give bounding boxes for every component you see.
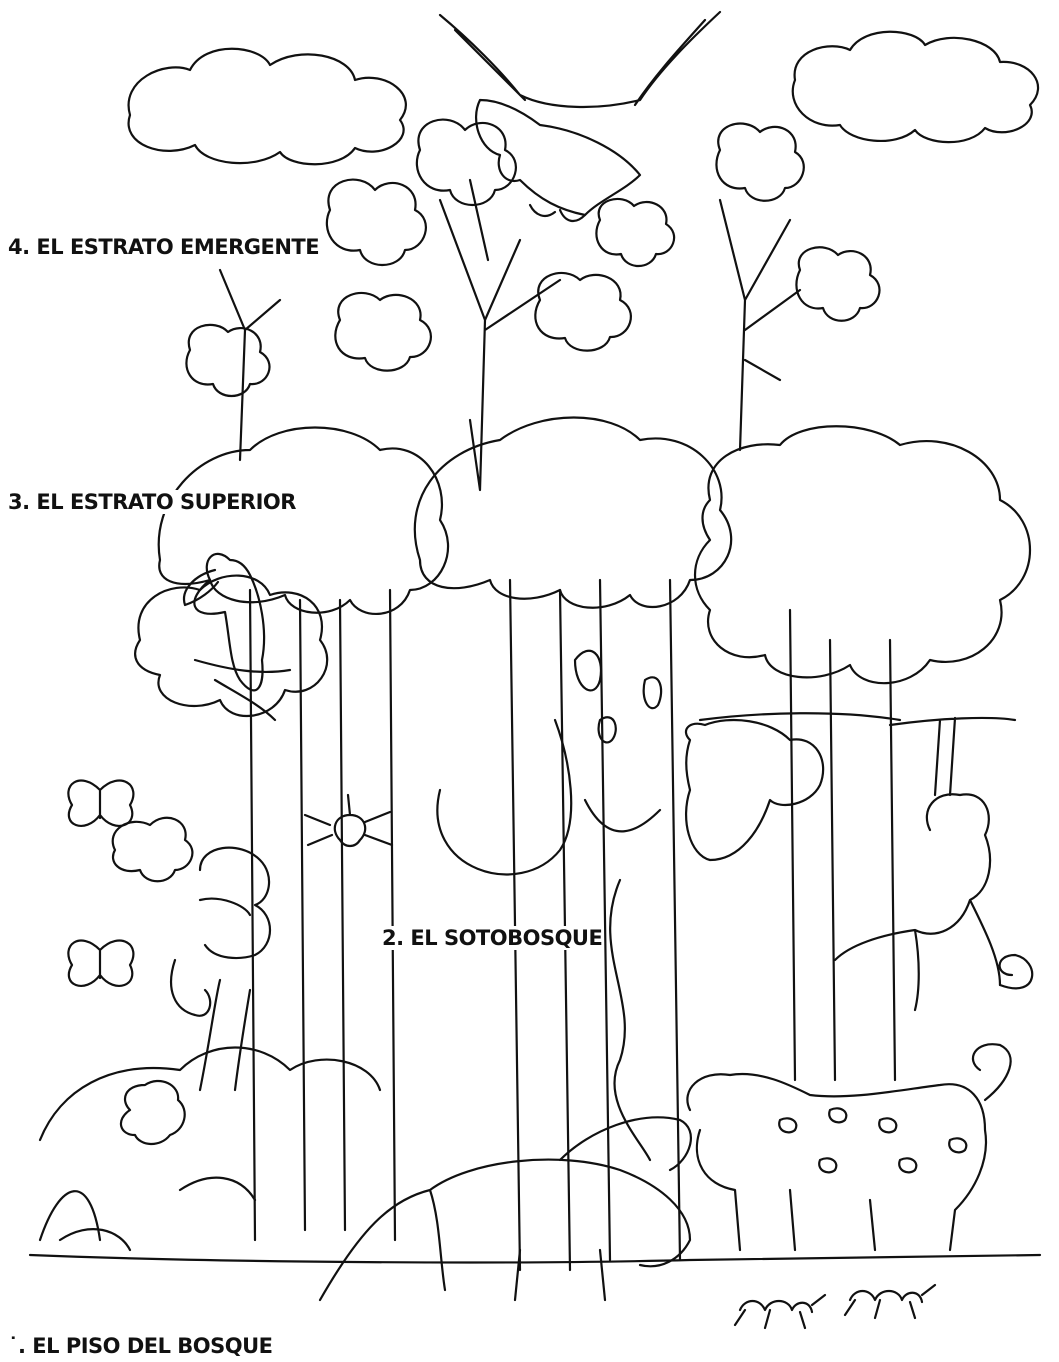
- sloth-body: [686, 720, 823, 860]
- ground-line: [30, 1255, 1040, 1262]
- eagle-wings: [440, 12, 720, 107]
- toucan-branch: [195, 660, 290, 720]
- label-understory-layer: 2. EL SOTOBOSQUE: [380, 926, 604, 950]
- frog: [121, 1081, 185, 1144]
- emergent-tree-center: [440, 180, 560, 490]
- snake-coils: [171, 848, 270, 1016]
- trunk-left: [250, 590, 395, 1240]
- emergent-foliage-4: [535, 273, 631, 351]
- ant-right: [845, 1285, 935, 1318]
- jaguar-tail: [973, 1044, 1011, 1100]
- emergent-tree-right: [720, 200, 800, 450]
- trunk-right: [790, 610, 895, 1080]
- tree-knots: [575, 651, 661, 743]
- canopy-crown-left-lower: [135, 576, 327, 716]
- cloud-right: [793, 32, 1038, 142]
- ant-left: [735, 1295, 825, 1328]
- label-emergent-layer: 4. EL ESTRATO EMERGENTE: [6, 235, 321, 259]
- eagle-body: [476, 100, 640, 215]
- emergent-foliage-8: [186, 325, 269, 396]
- monkey-branch: [890, 718, 1015, 795]
- butterfly-top: [68, 781, 133, 826]
- emergent-foliage-6: [796, 247, 879, 320]
- cloud-left: [129, 49, 406, 165]
- emergent-foliage-1: [417, 120, 516, 205]
- bush-left: [113, 818, 193, 881]
- label-canopy-layer: 3. EL ESTRATO SUPERIOR: [6, 490, 298, 514]
- flower-stalks: [200, 980, 250, 1090]
- anteater-body: [320, 1160, 690, 1300]
- monkey-tail: [1000, 955, 1033, 988]
- monkey-body: [835, 794, 1000, 1010]
- jaguar-spots: [779, 1108, 966, 1172]
- trunk-center: [510, 580, 680, 1270]
- emergent-foliage-3: [335, 293, 431, 371]
- canopy-crown-right: [695, 426, 1030, 683]
- butterfly-middle: [68, 941, 133, 986]
- label-forest-floor-layer: ˙. EL PISO DEL BOSQUE: [6, 1334, 275, 1358]
- spider: [305, 795, 392, 846]
- emergent-foliage-2: [327, 180, 426, 265]
- jaguar-body: [687, 1074, 986, 1250]
- ground-plants: [40, 1048, 380, 1251]
- emergent-foliage-5: [716, 124, 803, 201]
- emergent-tree-left: [220, 270, 280, 460]
- emergent-foliage-7: [596, 199, 674, 266]
- canopy-crown-center: [415, 418, 731, 608]
